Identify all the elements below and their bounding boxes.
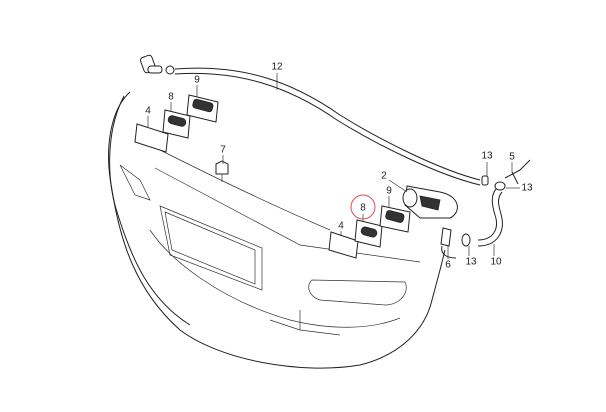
leader-lines: [147, 73, 520, 259]
callout-8-highlighted[interactable]: 8: [360, 202, 366, 214]
callout-7[interactable]: 7: [220, 144, 226, 156]
callout-4[interactable]: 4: [338, 220, 344, 232]
callout-13[interactable]: 13: [465, 256, 477, 268]
callout-6[interactable]: 6: [445, 259, 451, 271]
right-nozzle-group: [328, 159, 531, 259]
callout-8[interactable]: 8: [168, 91, 174, 103]
callout-13[interactable]: 13: [481, 150, 493, 162]
callout-5[interactable]: 5: [509, 151, 515, 163]
callout-10[interactable]: 10: [490, 256, 502, 268]
hose-12: [139, 54, 481, 186]
highlight-circle: [350, 194, 376, 220]
callout-2[interactable]: 2: [381, 170, 387, 182]
front-bumper: [108, 91, 446, 369]
callout-12[interactable]: 12: [271, 61, 283, 73]
left-nozzle-group: [134, 94, 229, 182]
callout-9[interactable]: 9: [194, 74, 200, 86]
callout-9[interactable]: 9: [386, 185, 392, 197]
callout-4[interactable]: 4: [145, 105, 151, 117]
callout-13[interactable]: 13: [521, 182, 533, 194]
